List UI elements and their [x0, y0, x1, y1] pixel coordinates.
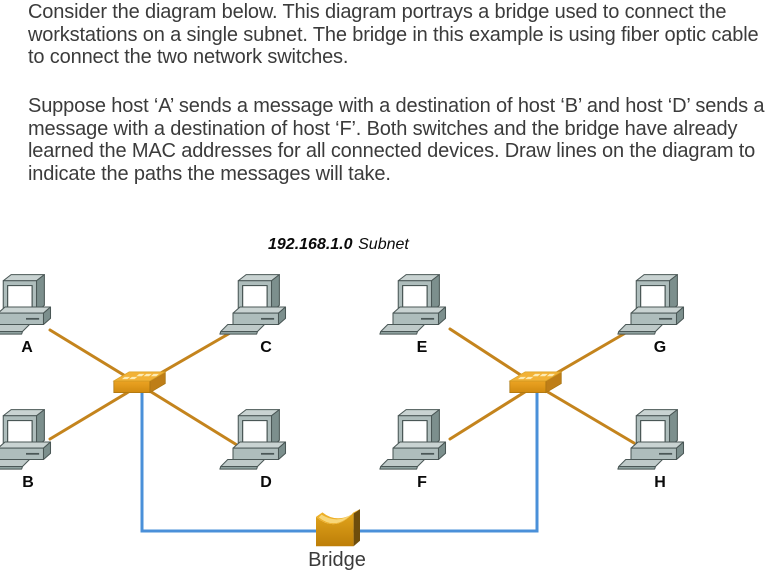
copper-cable-h-switch2 [534, 383, 636, 445]
text-line: Consider the diagram below. This diagram… [28, 1, 727, 23]
bridge-label: Bridge [308, 549, 366, 571]
workstation-icon-g [617, 272, 687, 335]
host-label-c: C [260, 339, 272, 356]
instruction-paragraph-2: Suppose host ‘A’ sends a message with a … [28, 95, 765, 186]
instruction-paragraph-1: Consider the diagram below. This diagram… [28, 1, 759, 69]
host-label-g: G [653, 339, 667, 356]
workstation-icon-b [0, 407, 54, 470]
workstation-icon-h [617, 407, 687, 470]
copper-cable-d-switch1 [138, 383, 239, 447]
host-label-d: D [260, 474, 272, 491]
text-line: workstations on a single subnet. The bri… [28, 23, 759, 46]
host-label-b: B [22, 474, 34, 491]
copper-cable-b-switch1 [48, 383, 142, 441]
text-line: Suppose host ‘A’ sends a message with a … [28, 95, 765, 117]
workstation-icon-f [379, 407, 449, 470]
text-line: indicate the paths the messages will tak… [28, 163, 391, 186]
text-line: to connect the two network switches. [28, 46, 349, 69]
text-line: message with a destination of host ‘F’. … [28, 117, 738, 140]
copper-cable-f-switch2 [448, 383, 538, 441]
host-label-e: E [416, 339, 428, 356]
host-label-f: F [417, 474, 427, 491]
workstation-icon-e [379, 272, 449, 335]
workstation-icon-a [0, 272, 54, 335]
workstation-icon-c [219, 272, 289, 335]
subnet-suffix: Subnet [358, 236, 409, 253]
bridge-icon [311, 505, 365, 549]
switch1-icon [112, 370, 168, 399]
text-line: learned the MAC addresses for all connec… [28, 140, 756, 163]
switch2-icon [508, 370, 564, 399]
subnet-label: 192.168.1.0 Subnet [268, 236, 409, 254]
host-label-h: H [654, 474, 666, 491]
subnet-address: 192.168.1.0 [268, 236, 353, 253]
workstation-icon-d [219, 407, 289, 470]
host-label-a: A [21, 339, 33, 356]
